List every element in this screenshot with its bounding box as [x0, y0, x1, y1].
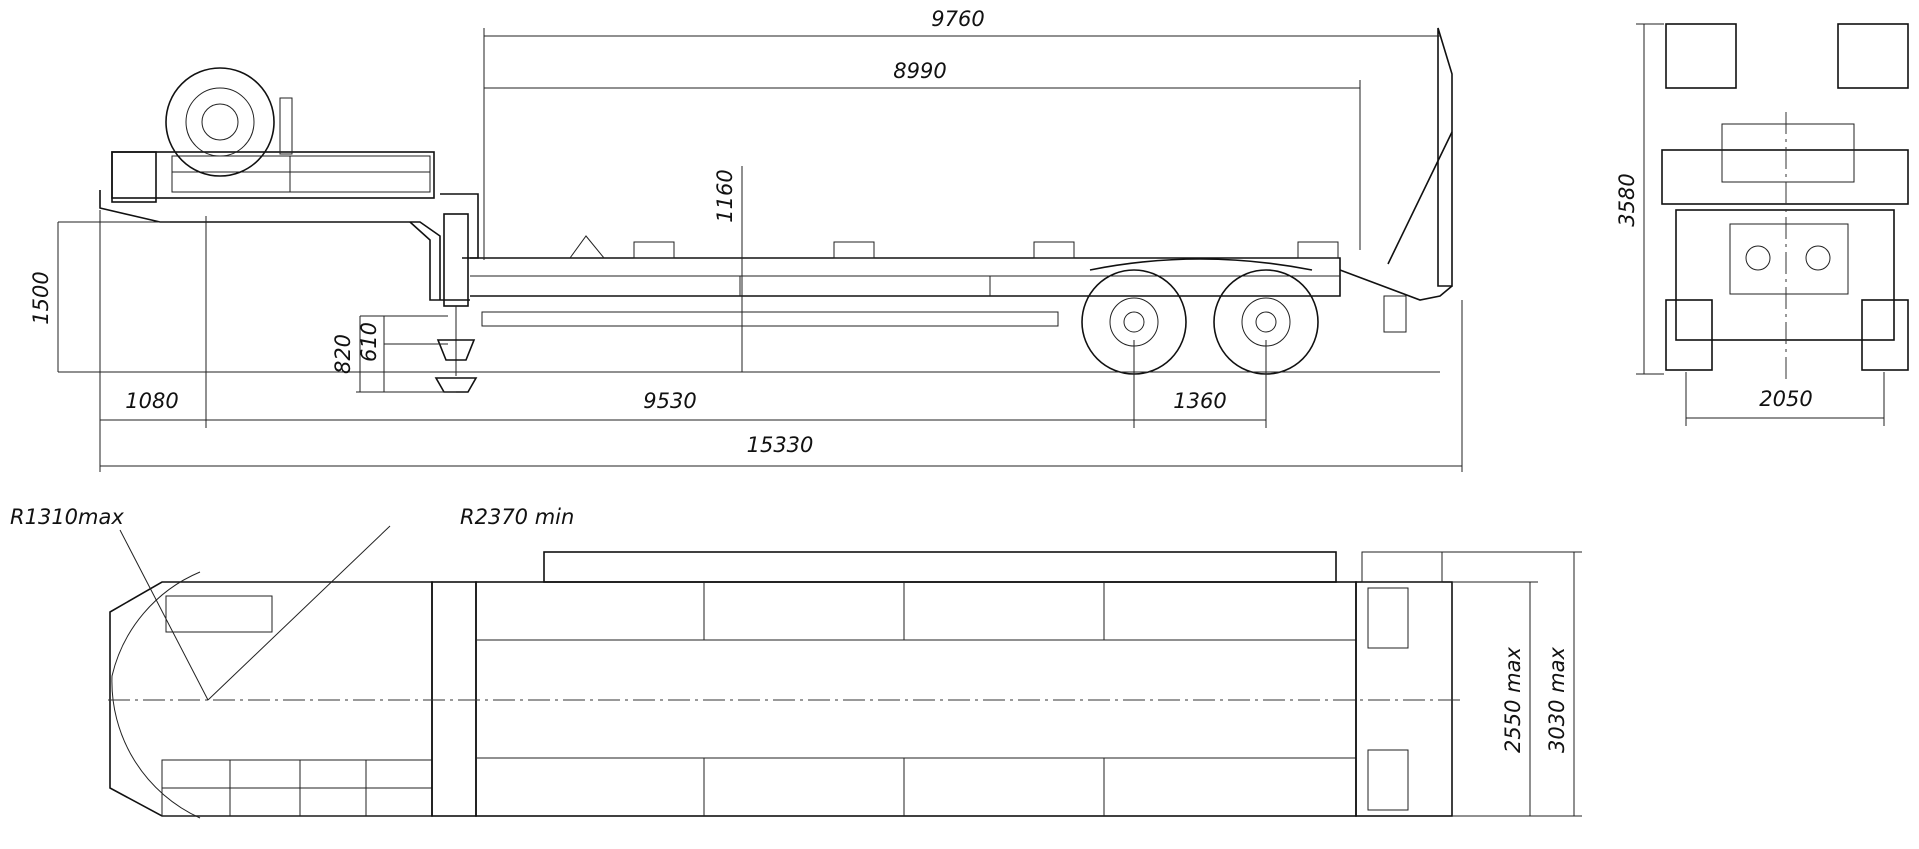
side-view — [57, 27, 1463, 472]
rear-ramp — [1339, 27, 1453, 333]
dim-overall-width: 3030 max — [1545, 646, 1569, 752]
landing-leg — [434, 213, 478, 393]
dim-gooseneck-height: 1500 — [29, 271, 53, 324]
dim-front-overhang: 1080 — [125, 389, 178, 413]
spare-wheel — [165, 67, 293, 177]
dim-platform-length: 8990 — [893, 59, 946, 83]
dim-platform-height: 1160 — [713, 169, 737, 222]
rear-view — [1636, 23, 1909, 426]
side-dimensions — [57, 28, 1463, 472]
top-view — [108, 525, 1582, 819]
dim-support-height-max: 820 — [331, 334, 355, 374]
dim-axle-spacing: 1360 — [1173, 389, 1226, 413]
platform — [470, 235, 1341, 327]
dim-platform-width: 2550 max — [1501, 646, 1525, 752]
dim-overall-height: 3580 — [1615, 173, 1639, 226]
dim-front-radius: R1310max — [10, 505, 124, 529]
dim-platform-length-total: 9760 — [931, 7, 984, 31]
dim-track-width: 2050 — [1759, 387, 1812, 411]
dim-swing-radius: R2370 min — [460, 505, 574, 529]
dim-kingpin-to-axle: 9530 — [643, 389, 696, 413]
dim-support-height-min: 610 — [357, 322, 381, 362]
dim-overall-length: 15330 — [747, 433, 814, 457]
